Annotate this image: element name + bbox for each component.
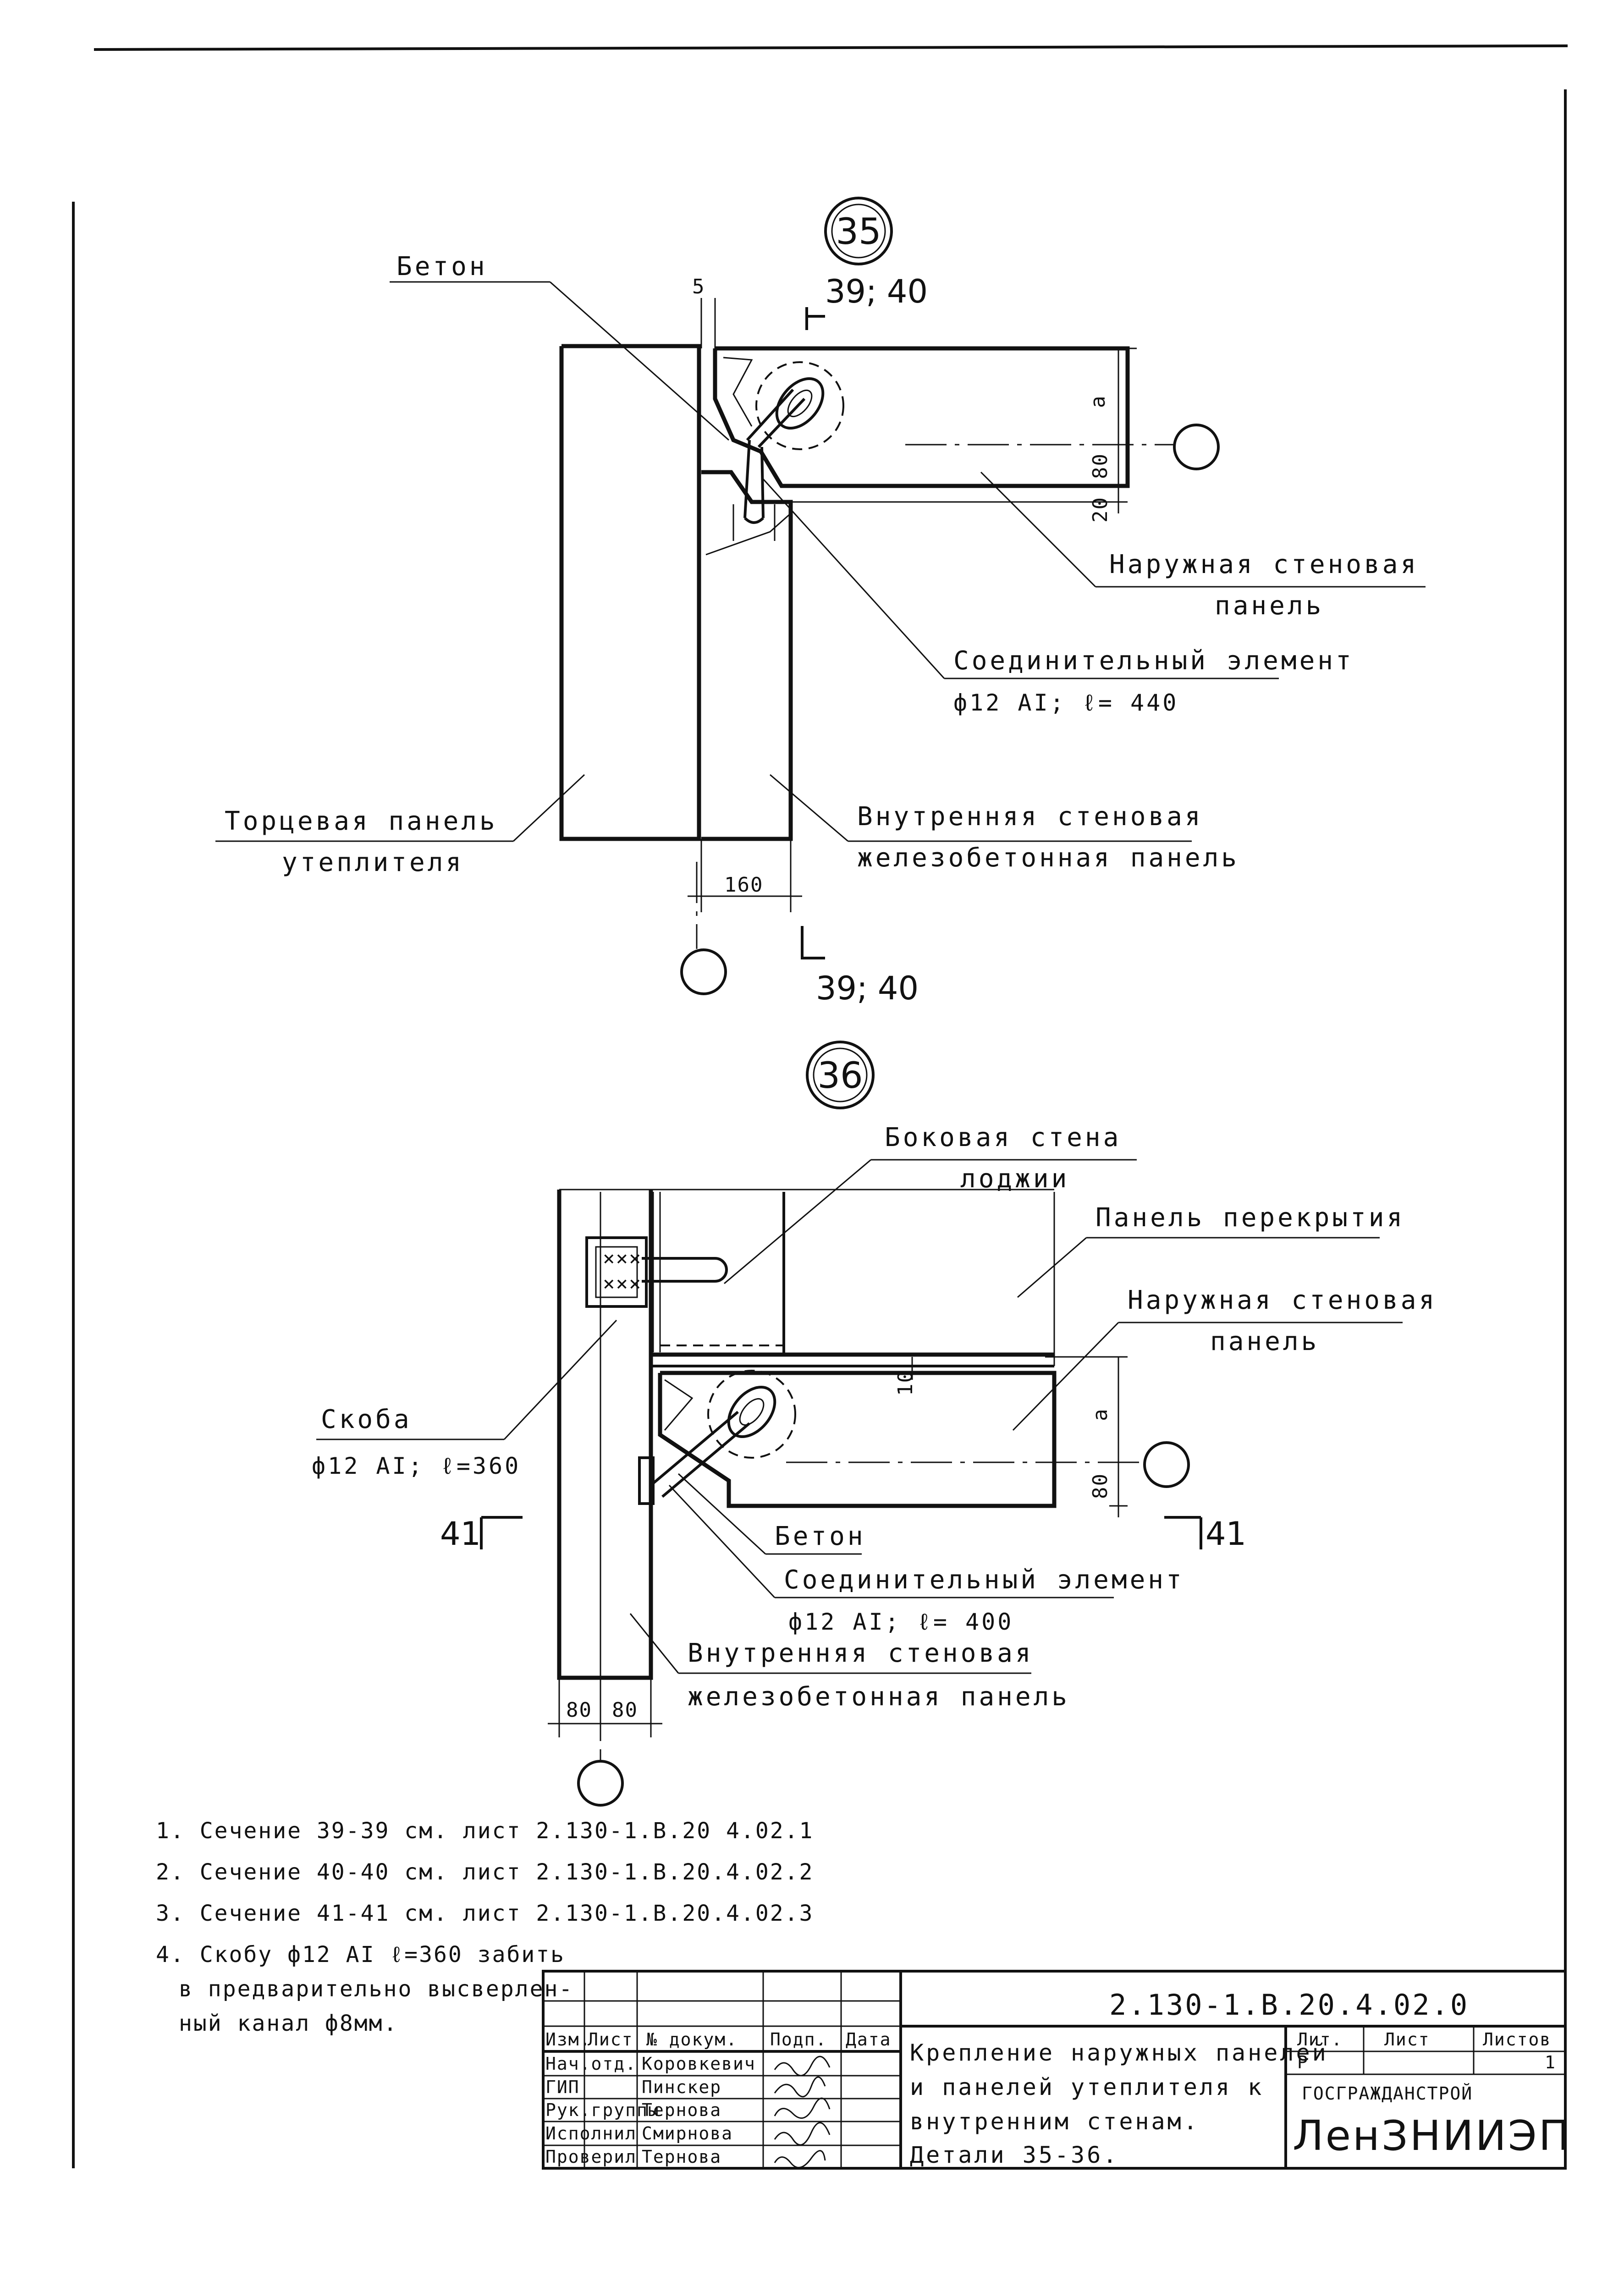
dim-20-35: 20 xyxy=(1089,496,1112,523)
note-1: 1. Сечение 39-39 см. лист 2.130-1.В.20 4… xyxy=(156,1818,814,1844)
label-concrete-36: Бетон xyxy=(775,1521,866,1551)
svg-text:×××: ××× xyxy=(603,1247,642,1270)
label-inner-panel-36-l1: Внутренняя стеновая xyxy=(688,1638,1034,1668)
role-4: Исполнил xyxy=(545,2123,637,2144)
label-outer-panel-36-l2: панель xyxy=(1210,1327,1319,1356)
note-2: 2. Сечение 40-40 см. лист 2.130-1.В.20.4… xyxy=(156,1859,814,1885)
label-outer-panel-36-l1: Наружная стеновая xyxy=(1128,1285,1437,1315)
label-connector-36-l2: ф12 АI; ℓ= 400 xyxy=(788,1609,1013,1635)
dim-80-35: 80 xyxy=(1089,453,1112,479)
role-1: Нач.отд. xyxy=(545,2054,637,2074)
sheets-value: 1 xyxy=(1545,2052,1556,2072)
role-2: ГИП xyxy=(545,2077,580,2097)
col-izm: Изм. xyxy=(545,2029,591,2050)
dim-80-a-36: 80 xyxy=(566,1698,592,1722)
label-concrete-35: Бетон xyxy=(396,252,488,281)
axis-marker-36-right xyxy=(1143,1441,1190,1488)
role-5: Проверил xyxy=(545,2147,637,2167)
label-bracket-l2: ф12 АI; ℓ=360 xyxy=(312,1453,521,1479)
detail-35-number: 35 xyxy=(836,211,881,253)
connector-element-35 xyxy=(732,361,844,541)
name-4: Смирнова xyxy=(642,2123,733,2144)
detail-36: 36 ××× ××× xyxy=(312,1041,1437,1807)
signatures xyxy=(774,2056,831,2168)
label-outer-panel-35-l1: Наружная стеновая xyxy=(1109,550,1419,579)
lit-label: Лит. xyxy=(1297,2029,1343,2050)
role-3: Рук.группы xyxy=(545,2100,660,2120)
label-inner-panel-35-l2: железобетонная панель xyxy=(857,843,1239,873)
section-marker-top: 39; 40 xyxy=(825,273,928,310)
section-marker-bottom: 39; 40 xyxy=(816,970,919,1007)
dim-80-right-36: 80 xyxy=(1089,1473,1112,1499)
title-block: Изм. Лист № докум. Подп. Дата Нач.отд. К… xyxy=(542,1970,1571,2170)
col-doc: № докум. xyxy=(646,2029,738,2050)
connector-element-36 xyxy=(638,1370,796,1505)
label-inner-panel-35-l1: Внутренняя стеновая xyxy=(857,802,1203,832)
sheets-label: Листов xyxy=(1483,2029,1551,2050)
dim-a-36: a xyxy=(1089,1408,1112,1422)
name-1: Коровкевич xyxy=(642,2054,756,2074)
label-end-panel-l2: утеплителя xyxy=(282,848,464,877)
bracket-36: ××× ××× xyxy=(585,1236,728,1308)
section-41-right: 41 xyxy=(1206,1515,1246,1553)
dim-80-b-36: 80 xyxy=(612,1698,638,1722)
drawing-title-l2: и панелей утеплителя к xyxy=(910,2074,1264,2100)
notes: 1. Сечение 39-39 см. лист 2.130-1.В.20 4… xyxy=(156,1818,814,2036)
section-41-left: 41 xyxy=(440,1515,481,1553)
label-connector-36-l1: Соединительный элемент xyxy=(784,1565,1184,1595)
sheet-label: Лист xyxy=(1384,2029,1430,2050)
drawing-title-l1: Крепление наружных панелей xyxy=(910,2039,1328,2066)
drawing-code: 2.130-1.В.20.4.02.0 xyxy=(1109,1988,1469,2022)
detail-36-number: 36 xyxy=(817,1055,863,1097)
inner-concrete-panel xyxy=(701,470,793,841)
axis-marker-36-bottom xyxy=(577,1760,624,1807)
outer-wall-panel xyxy=(713,346,1130,488)
org-name-l2: ЛенЗНИИЭП xyxy=(1293,2112,1571,2160)
col-date: Дата xyxy=(846,2029,892,2050)
axis-marker-35-right xyxy=(1173,424,1220,470)
drawing-title-l3: внутренним стенам. xyxy=(910,2108,1200,2135)
dim-10-36: 10 xyxy=(894,1370,917,1396)
detail-35: 35 a 80 20 xyxy=(215,197,1426,1007)
label-loggia-l2: лоджии xyxy=(960,1164,1069,1194)
label-bracket-l1: Скоба xyxy=(321,1405,412,1434)
detail-35-marker xyxy=(824,197,893,265)
label-loggia-l1: Боковая стена xyxy=(885,1123,1121,1152)
label-floor-slab: Панель перекрытия xyxy=(1096,1203,1405,1233)
name-3: Тернова xyxy=(642,2100,721,2120)
label-end-panel-l1: Торцевая панель xyxy=(225,806,498,836)
label-connector-35-l1: Соединительный элемент xyxy=(953,646,1354,676)
drawing-title-l4: Детали 35-36. xyxy=(910,2142,1119,2168)
name-2: Пинскер xyxy=(642,2077,721,2097)
detail-36-marker xyxy=(806,1041,875,1109)
lit-value: Р xyxy=(1297,2052,1309,2072)
col-sign: Подп. xyxy=(770,2029,827,2050)
dim-160-35: 160 xyxy=(724,873,763,897)
label-connector-35-l2: ф12 АI; ℓ= 440 xyxy=(953,689,1178,716)
svg-text:×××: ××× xyxy=(603,1272,642,1295)
name-5: Тернова xyxy=(642,2147,721,2167)
label-inner-panel-36-l2: железобетонная панель xyxy=(688,1682,1070,1712)
note-3: 3. Сечение 41-41 см. лист 2.130-1.В.20.4… xyxy=(156,1901,814,1926)
org-name-l1: ГОСГРАЖДАНСТРОЙ xyxy=(1302,2083,1473,2104)
axis-marker-35-bottom xyxy=(680,948,727,995)
note-4: 4. Скобу ф12 АI ℓ=360 забить xyxy=(156,1942,565,1967)
outer-wall-panel-36 xyxy=(658,1371,1057,1508)
dim-a-35: a xyxy=(1086,395,1110,408)
col-list: Лист xyxy=(588,2029,633,2050)
end-insulation-panel xyxy=(559,344,701,841)
dim-gap-35: 5 xyxy=(692,275,705,298)
note-4-cont-1: в предварительно высверлен- xyxy=(179,1976,573,2002)
label-outer-panel-35-l2: панель xyxy=(1215,591,1324,621)
note-4-cont-2: ный канал ф8мм. xyxy=(179,2011,398,2036)
sheet-frame xyxy=(72,44,1568,2168)
inner-wall-36 xyxy=(557,1190,653,1680)
